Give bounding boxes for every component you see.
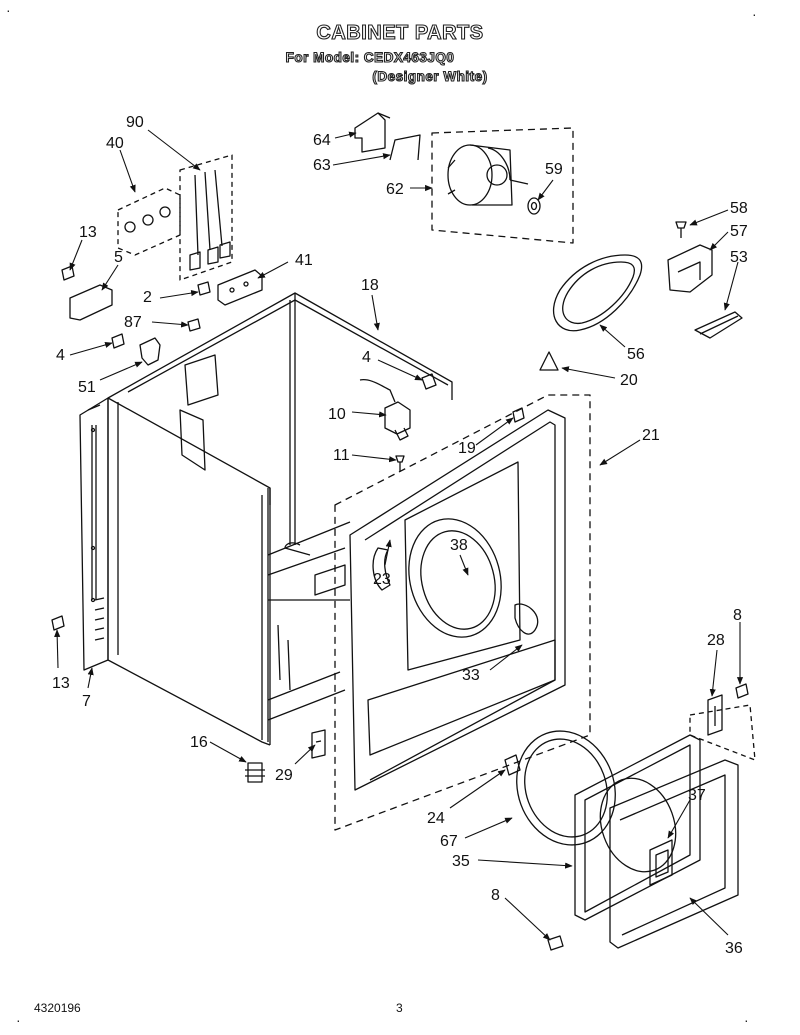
callout-23: 23	[373, 571, 391, 588]
callout-64: 64	[313, 132, 331, 149]
door-seal-part	[516, 730, 616, 846]
callout-57: 57	[730, 223, 748, 240]
callout-67: 67	[440, 833, 458, 850]
motor-bracket-part	[354, 112, 391, 153]
harness-outline	[179, 154, 233, 281]
bracket-part-51	[139, 337, 161, 366]
page-title: CABINET PARTS	[316, 21, 484, 44]
motor-part	[447, 144, 529, 206]
model-line: For Model: CEDX463JQ0	[285, 49, 455, 65]
terminal-block-outline	[117, 187, 181, 256]
callout-13-lower: 13	[52, 675, 70, 692]
motor-clip-part	[389, 134, 421, 161]
corner-mark-bottom-right: ·	[744, 1012, 749, 1028]
side-panel-part	[79, 397, 109, 671]
callout-2: 2	[143, 289, 152, 306]
callout-8-lower: 8	[491, 887, 500, 904]
callout-40: 40	[106, 135, 124, 152]
callout-51: 51	[78, 379, 96, 396]
callout-arrows	[54, 129, 744, 941]
callout-56: 56	[627, 346, 645, 363]
callout-5: 5	[114, 249, 123, 266]
bracket-part-29	[311, 729, 326, 759]
callout-24: 24	[427, 810, 445, 827]
screw-part-8a	[735, 683, 749, 699]
pulley-part	[527, 197, 541, 215]
hinge-part	[707, 694, 723, 736]
door-switch-part	[359, 379, 411, 441]
screw-part-11	[395, 455, 405, 472]
callout-7: 7	[82, 693, 91, 710]
callout-19: 19	[458, 440, 476, 457]
callout-13-upper: 13	[79, 224, 97, 241]
screw-part-8b	[547, 935, 564, 951]
screw-part-4a	[111, 333, 125, 349]
callout-41: 41	[295, 252, 313, 269]
document-number: 4320196	[34, 1001, 81, 1015]
strap-part	[69, 284, 113, 321]
callout-4-left: 4	[56, 347, 65, 364]
terminal-block-part	[124, 206, 171, 233]
page-number: 3	[396, 1001, 403, 1015]
screw-part-58	[675, 221, 687, 238]
callout-90: 90	[126, 114, 144, 131]
hinge-outline	[689, 704, 756, 761]
leveling-leg-part	[245, 762, 265, 783]
callout-62: 62	[386, 181, 404, 198]
callout-37: 37	[688, 787, 706, 804]
callout-35: 35	[452, 853, 470, 870]
motor-assembly-outline	[431, 127, 574, 244]
callout-33: 33	[462, 667, 480, 684]
screw-part-13b	[51, 615, 65, 631]
callout-20: 20	[620, 372, 638, 389]
callout-59: 59	[545, 161, 563, 178]
door-catch-part	[504, 754, 521, 776]
idler-bracket-part	[667, 244, 713, 293]
corner-mark-bottom-left: ·	[16, 1012, 21, 1028]
callout-29: 29	[275, 767, 293, 784]
callout-10: 10	[328, 406, 346, 423]
outer-door-panel-part	[609, 759, 739, 949]
callout-11: 11	[333, 447, 350, 464]
corner-mark-top-right: ·	[752, 6, 757, 22]
screw-part-13a	[61, 265, 75, 281]
screw-part-87	[187, 318, 201, 332]
inner-door-panel-part	[574, 734, 701, 921]
callout-28: 28	[707, 632, 725, 649]
callout-36: 36	[725, 940, 743, 957]
callout-labels: 90 40 13 5 41 2 87 4 51 18 64 63 62 59 5…	[52, 114, 748, 957]
terminal-strip-part	[217, 269, 263, 306]
color-line: (Designer White)	[372, 68, 488, 84]
corner-mark-top-left: ·	[6, 2, 11, 18]
cabinet-part	[107, 292, 453, 746]
screw-part-4b	[421, 373, 437, 390]
drive-belt-part	[552, 254, 643, 332]
clip-part-19	[512, 407, 525, 423]
callout-38: 38	[450, 537, 468, 554]
callout-8-upper: 8	[733, 607, 742, 624]
callout-87: 87	[124, 314, 142, 331]
screw-part-2	[197, 281, 211, 296]
callout-63: 63	[313, 157, 331, 174]
wire-harness-part	[189, 169, 231, 271]
callout-21: 21	[642, 427, 660, 444]
callout-53: 53	[730, 249, 748, 266]
idler-pulley-part	[694, 311, 743, 339]
callout-16: 16	[190, 734, 208, 751]
front-panel-part	[349, 409, 566, 791]
front-panel-outline	[334, 394, 591, 831]
glide-part	[539, 351, 559, 371]
callout-58: 58	[730, 200, 748, 217]
callout-4-right: 4	[362, 349, 371, 366]
callout-18: 18	[361, 277, 379, 294]
